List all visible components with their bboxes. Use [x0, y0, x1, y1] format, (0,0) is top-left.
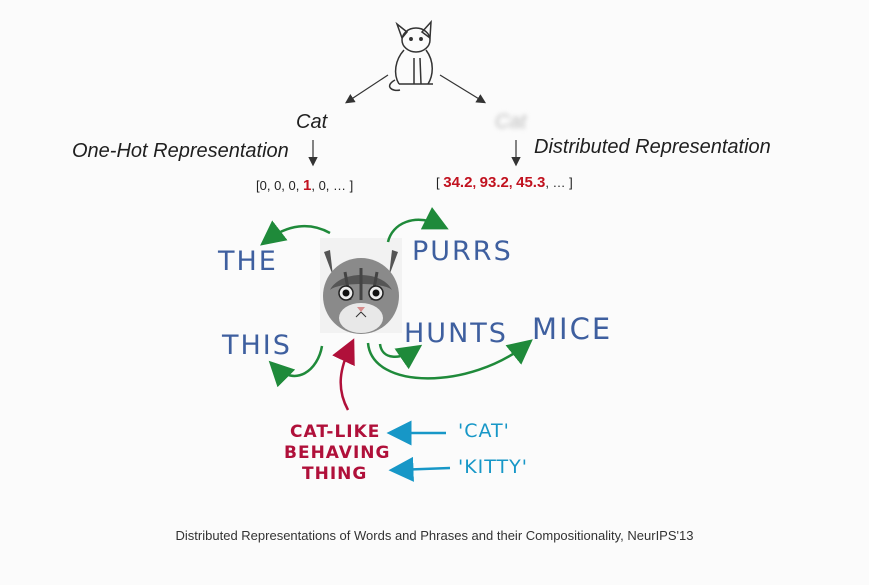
arrow-to-distributed	[439, 74, 487, 104]
onehot-zeros: 0, 0, 0,	[259, 178, 303, 193]
dist-sep2: ,	[508, 175, 517, 190]
onehot-open: [	[256, 178, 260, 193]
word-hunts: HUNTS	[404, 318, 508, 349]
cat-word-left: Cat	[296, 111, 328, 133]
arrow-to-mice	[366, 339, 533, 380]
dist-v3: 45.3	[516, 174, 546, 191]
word-the: THE	[218, 246, 278, 277]
dist-suffix: , … ]	[545, 175, 573, 190]
arrow-kitty-to-concept	[388, 456, 451, 482]
onehot-label: One-Hot Representation	[72, 140, 289, 162]
arrow-to-hunts	[378, 343, 423, 370]
onehot-one: 1	[303, 177, 312, 194]
kitten-photo-icon	[320, 238, 402, 334]
onehot-suffix: , 0, … ]	[311, 178, 354, 193]
dist-open: [	[436, 175, 444, 190]
onehot-vector: [0, 0, 0, 1, 0, … ]	[256, 177, 353, 194]
word-mice: MICE	[532, 312, 613, 346]
cat-word-right-blurred: Cat	[495, 111, 527, 133]
synonym-cat: 'CAT'	[458, 420, 510, 442]
distributed-vector: [ 34.2, 93.2, 45.3, … ]	[436, 174, 573, 191]
arrow-concept-to-kitten	[332, 338, 355, 411]
concept-line1: CAT-LIKE	[290, 422, 381, 442]
arrow-to-purrs	[386, 207, 449, 243]
synonym-kitty: 'KITTY'	[458, 456, 528, 478]
citation: Distributed Representations of Words and…	[175, 528, 694, 543]
dist-v1: 34.2	[443, 174, 473, 191]
word-this: THIS	[222, 330, 292, 361]
dist-v2: 93.2	[479, 174, 509, 191]
distributed-label: Distributed Representation	[534, 136, 771, 158]
dist-sep1: ,	[472, 175, 480, 190]
arrow-to-this	[268, 345, 324, 388]
concept-line2: BEHAVING	[284, 443, 391, 463]
cat-sketch-icon	[388, 19, 433, 92]
arrow-to-the	[260, 220, 331, 246]
arrow-to-onehot	[344, 74, 389, 104]
word-purrs: PURRS	[412, 236, 513, 267]
concept-line3: THING	[302, 464, 368, 484]
